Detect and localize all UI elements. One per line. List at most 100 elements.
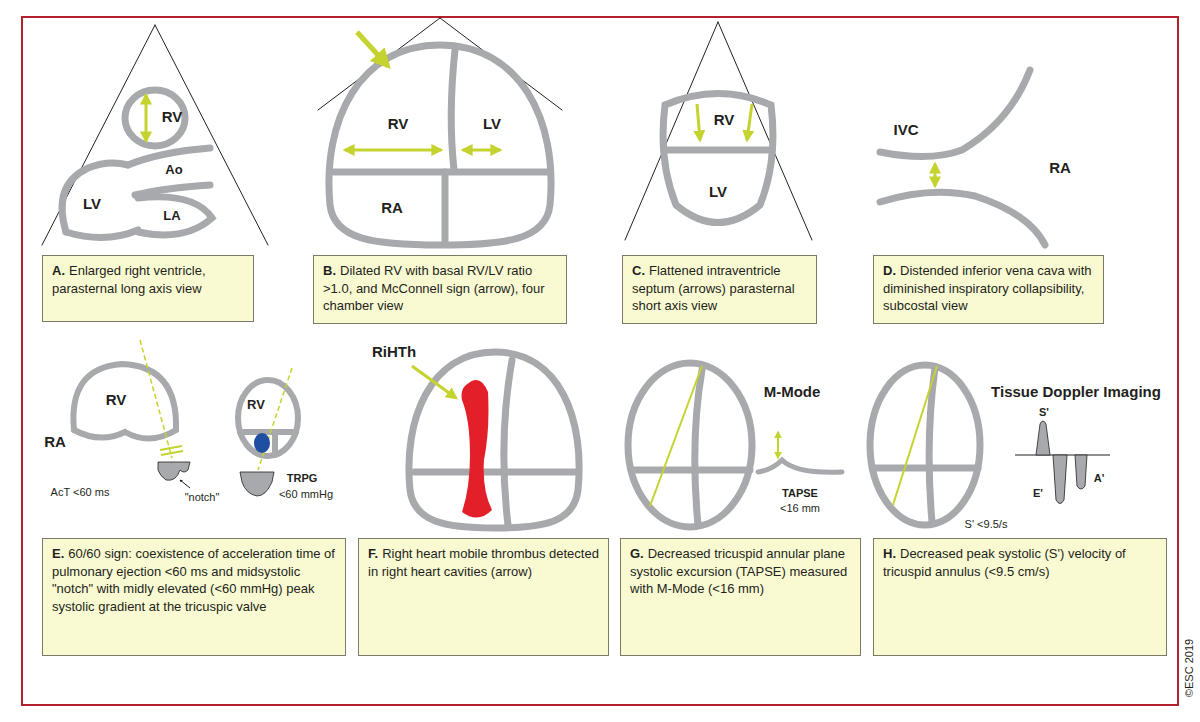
caption-box: G.Decreased tricuspid annular plane syst… xyxy=(620,538,861,656)
plax-heart xyxy=(138,197,212,235)
plax-heart xyxy=(125,90,185,146)
thrombus-heart xyxy=(409,352,579,528)
figure-label: <16 mm xyxy=(780,502,820,514)
short-axis-heart xyxy=(664,147,772,154)
copyright-note: ©ESC 2019 xyxy=(1183,639,1195,697)
caption-text: Decreased tricuspid annular plane systol… xyxy=(630,546,847,596)
ivc-vessel xyxy=(880,70,1030,157)
figure-label: Tissue Doppler Imaging xyxy=(991,384,1161,401)
panel-letter: F. xyxy=(368,546,378,561)
pulmonary-valve-mark xyxy=(160,446,182,450)
rv-width-arrow xyxy=(345,149,441,152)
plax-heart xyxy=(135,185,210,195)
figure-label: <60 mmHg xyxy=(279,488,333,500)
figure-label: Ao xyxy=(165,163,182,177)
tdi-heart xyxy=(870,365,980,525)
caption-box: B.Dilated RV with basal RV/LV ratio >1.0… xyxy=(313,255,567,324)
tricuspid-doppler-trace xyxy=(240,472,274,496)
figure-label: RV xyxy=(247,398,265,412)
e-wave xyxy=(1053,455,1067,504)
figure-label: TRPG xyxy=(287,472,318,484)
caption-text: Decreased peak systolic (S') velocity of… xyxy=(883,546,1126,579)
lv-width-arrow xyxy=(463,149,500,152)
caption-text: Distended inferior vena cava with dimini… xyxy=(883,263,1092,313)
panel-letter: G. xyxy=(630,546,644,561)
pulmonary-doppler-trace xyxy=(158,462,190,480)
caption-box: C.Flattened intraventricle septum (arrow… xyxy=(622,255,817,324)
caption-text: Dilated RV with basal RV/LV ratio >1.0, … xyxy=(323,263,544,313)
figure-label: RiHTh xyxy=(372,344,416,361)
panel-letter: C. xyxy=(632,263,645,278)
figure-label: RA xyxy=(44,434,66,451)
panel-letter: H. xyxy=(883,546,896,561)
ivc-vessel xyxy=(880,192,1045,245)
a-wave xyxy=(1075,455,1087,489)
figure-label: LV xyxy=(709,184,727,201)
s-wave xyxy=(1036,421,1050,455)
figure-label: S' xyxy=(1039,406,1049,418)
caption-text-wrap: D.Distended inferior vena cava with dimi… xyxy=(874,256,1103,321)
tapse-trace xyxy=(758,460,842,472)
figure-label: M-Mode xyxy=(764,384,821,401)
caption-text-wrap: B.Dilated RV with basal RV/LV ratio >1.0… xyxy=(314,256,566,321)
caption-text-wrap: E.60/60 sign: coexistence of acceleratio… xyxy=(43,539,345,621)
four-chamber-heart xyxy=(442,172,449,242)
notch-pointer xyxy=(180,480,190,488)
pulmonary-view-heart xyxy=(74,430,176,439)
rv-size-arrow xyxy=(145,95,148,141)
septum-arrow xyxy=(747,104,752,140)
figure-label: S' <9.5/s xyxy=(965,518,1008,530)
tricuspid-jet xyxy=(254,433,270,453)
figure-label: LV xyxy=(483,116,501,133)
four-chamber-heart xyxy=(318,18,562,245)
thrombus-heart xyxy=(409,352,579,528)
panel-letter: E. xyxy=(52,546,64,561)
plax-heart xyxy=(62,163,128,232)
tapse-arrow xyxy=(777,432,779,458)
figure-label: IVC xyxy=(893,122,918,139)
pulmonary-valve-mark xyxy=(160,446,183,455)
ivc-diameter-arrow xyxy=(934,164,937,186)
caption-text-wrap: C.Flattened intraventricle septum (arrow… xyxy=(623,256,816,321)
pulmonary-valve-mark xyxy=(161,451,183,455)
caption-text-wrap: A.Enlarged right ventricle, parasternal … xyxy=(43,256,253,303)
pulmonary-view-heart xyxy=(238,380,298,456)
caption-text: Enlarged right ventricle, parasternal lo… xyxy=(52,263,206,296)
tapse-heart xyxy=(632,467,750,474)
caption-box: D.Distended inferior vena cava with dimi… xyxy=(873,255,1104,324)
tdi-heart xyxy=(873,465,978,472)
thrombus-arrow xyxy=(412,366,456,398)
caption-box: A.Enlarged right ventricle, parasternal … xyxy=(42,255,254,322)
plax-heart xyxy=(42,25,155,245)
figure-label: RA xyxy=(381,200,403,217)
septum-arrow xyxy=(697,104,700,140)
caption-text-wrap: F.Right heart mobile thrombus detected i… xyxy=(359,539,608,586)
tapse-heart xyxy=(695,370,702,525)
figure-label: RV xyxy=(106,392,127,409)
caption-text-wrap: G.Decreased tricuspid annular plane syst… xyxy=(621,539,860,604)
figure-label: RV xyxy=(162,109,183,126)
plax-heart xyxy=(66,230,138,238)
ivc-vessel xyxy=(880,70,1045,245)
caption-text: Flattened intraventricle septum (arrows)… xyxy=(632,263,795,313)
caption-box: F.Right heart mobile thrombus detected i… xyxy=(358,538,609,656)
doppler-beam xyxy=(140,340,172,458)
caption-box: E.60/60 sign: coexistence of acceleratio… xyxy=(42,538,346,656)
figure-label: TAPSE xyxy=(782,487,818,499)
pulmonary-view-heart xyxy=(240,429,296,435)
four-chamber-heart xyxy=(451,50,455,170)
short-axis-heart xyxy=(718,22,812,240)
figure-label: A' xyxy=(1094,472,1105,484)
figure-label: LA xyxy=(163,209,180,223)
panel-letter: A. xyxy=(52,263,65,278)
short-axis-heart xyxy=(663,94,773,223)
caption-text: 60/60 sign: coexistence of acceleration … xyxy=(52,546,335,614)
doppler-beam xyxy=(258,368,292,470)
figure-label: RA xyxy=(1049,160,1071,177)
short-axis-heart xyxy=(625,22,812,240)
thrombus-heart xyxy=(504,360,512,525)
figure-label: AcT <60 ms xyxy=(51,486,110,498)
pulmonary-view-heart xyxy=(73,364,176,430)
tapse-heart xyxy=(628,363,752,527)
